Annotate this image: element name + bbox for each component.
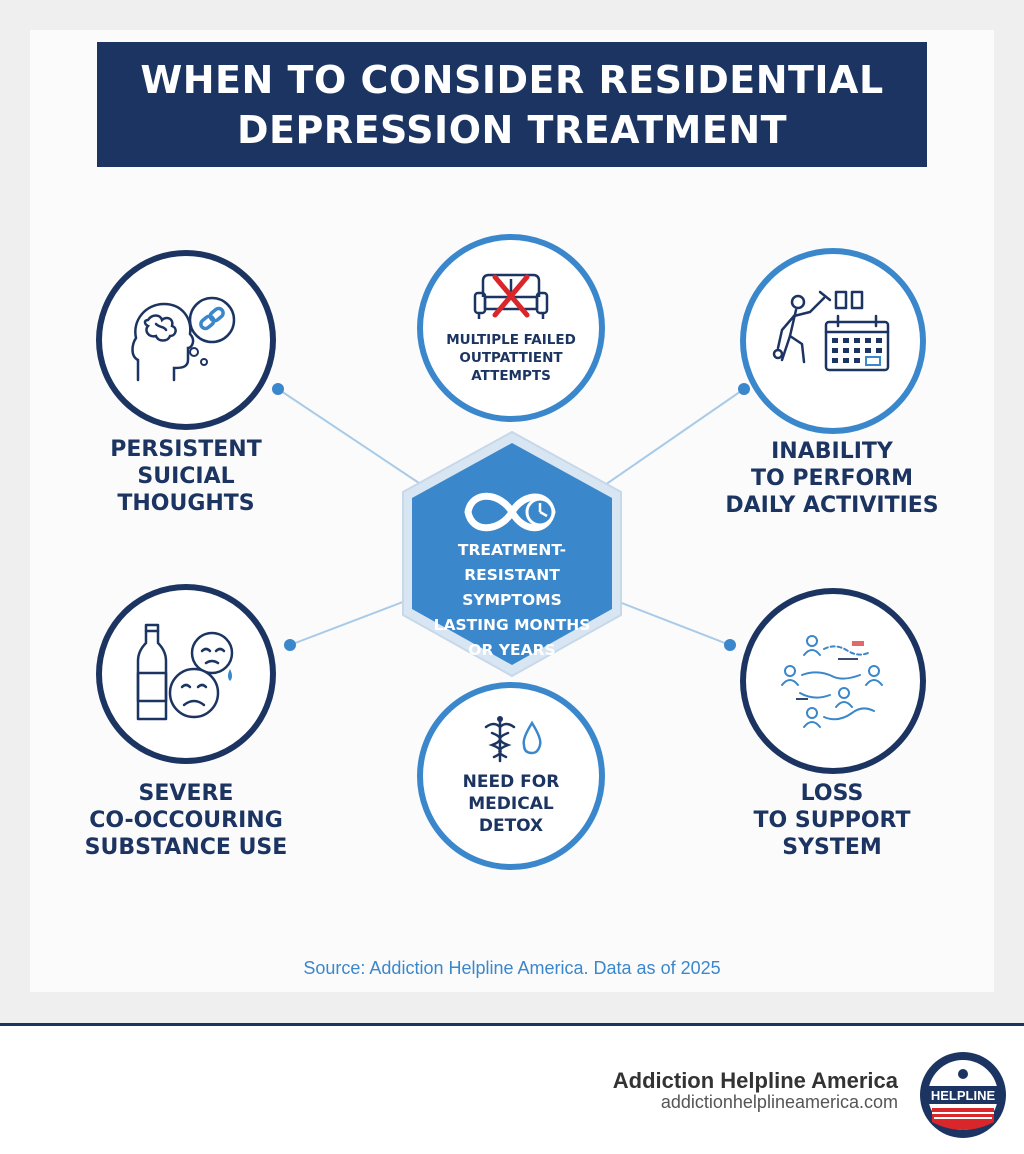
brand-seal-logo: HELPLINE — [920, 1052, 1006, 1138]
connector-dot — [724, 639, 736, 651]
title-banner: WHEN TO CONSIDER RESIDENTIAL DEPRESSION … — [97, 42, 927, 167]
title-line-2: DEPRESSION TREATMENT — [236, 107, 788, 152]
caduceus-drop-icon — [484, 716, 542, 763]
brand-name: Addiction Helpline America — [612, 1068, 898, 1093]
brain-chain-thought-icon — [131, 296, 236, 382]
footer-divider — [0, 1023, 1024, 1026]
center-text: TREATMENT-RESISTANT SYMPTOMS LASTING MON… — [433, 541, 591, 659]
substance-use-circle — [96, 584, 276, 764]
seal-text: HELPLINE — [931, 1088, 996, 1103]
suicidal-thoughts-label: PERSISTENT SUICIAL THOUGHTS — [110, 437, 262, 516]
connector-line — [601, 388, 745, 488]
outpatient-attempts-circle: MULTIPLE FAILED OUTPATTIENT ATTEMPTS — [417, 234, 605, 422]
medical-detox-circle: NEED FOR MEDICAL DETOX — [417, 682, 605, 870]
infinity-clock-icon — [464, 492, 556, 532]
brand-url[interactable]: addictionhelplineamerica.com — [660, 1092, 898, 1112]
daily-activities-circle — [740, 248, 926, 434]
source-note: Source: Addiction Helpline America. Data… — [303, 958, 721, 978]
outpatient-attempts-label: MULTIPLE FAILED OUTPATTIENT ATTEMPTS — [446, 332, 576, 384]
crossed-couch-icon — [473, 273, 549, 319]
support-system-label: LOSS TO SUPPORT SYSTEM — [753, 781, 911, 860]
people-network-icon — [781, 635, 883, 728]
medical-detox-label: NEED FOR MEDICAL DETOX — [462, 772, 560, 836]
connector-line — [289, 599, 409, 646]
substance-use-label: SEVERE CO-OCCOURING SUBSTANCE USE — [84, 781, 288, 860]
title-line-1: WHEN TO CONSIDER RESIDENTIAL — [140, 57, 884, 102]
support-system-circle — [740, 588, 926, 774]
daily-activities-label: INABILITY TO PERFORM DAILY ACTIVITIES — [725, 439, 939, 518]
connector-dot — [738, 383, 750, 395]
footer — [0, 1026, 1024, 1154]
bottle-sad-faces-icon — [136, 623, 234, 721]
connector-dot — [284, 639, 296, 651]
center-hexagon — [412, 443, 612, 665]
suicidal-thoughts-circle — [96, 250, 276, 430]
person-calendar-icon — [772, 290, 890, 372]
connector-line — [613, 599, 731, 646]
connector-dot — [272, 383, 284, 395]
connector-line — [277, 388, 426, 488]
